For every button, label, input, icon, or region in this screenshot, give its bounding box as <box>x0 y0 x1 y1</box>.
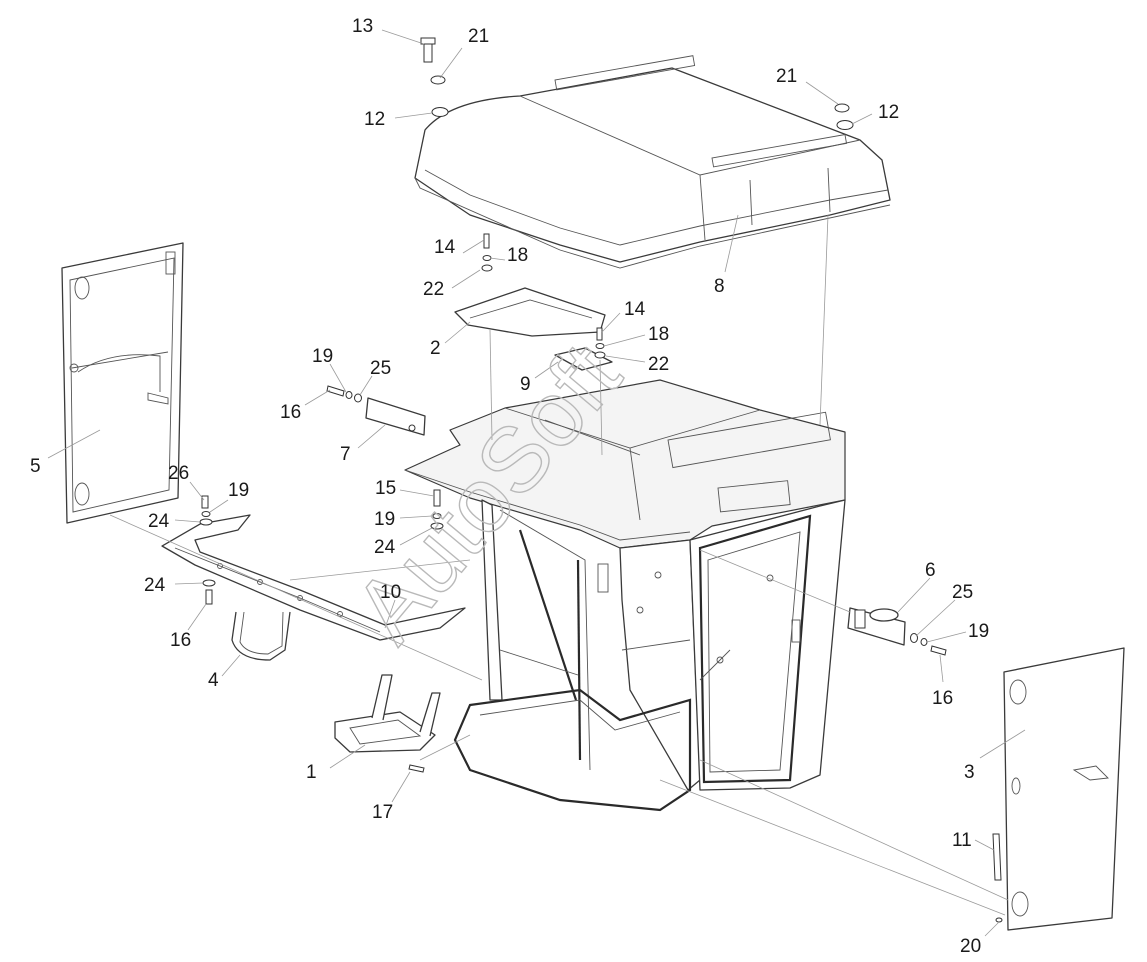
callout-numbers: 13 21 12 21 12 14 18 22 2 14 18 22 9 8 1… <box>30 16 989 957</box>
grab-handle-4 <box>231 611 291 661</box>
callout-21-roof-left: 21 <box>468 26 489 47</box>
callout-24-center: 24 <box>374 537 396 558</box>
rail-bolt-26 <box>201 495 209 509</box>
callout-20: 20 <box>960 936 981 957</box>
callout-11: 11 <box>952 830 972 851</box>
washer-19-center <box>432 513 442 519</box>
step-bolt-17 <box>408 764 425 773</box>
roof-washer-12-right <box>836 120 854 130</box>
callout-16-right: 16 <box>932 688 953 709</box>
rail-washer-24-lower <box>202 579 216 587</box>
callout-24-rail: 24 <box>148 511 170 532</box>
callout-18-upper: 18 <box>507 245 528 266</box>
callout-19-upper-left: 19 <box>312 346 333 367</box>
bolt-16-right <box>930 645 947 656</box>
callout-4: 4 <box>208 670 219 691</box>
callout-24-lower: 24 <box>144 575 166 596</box>
callout-22-lower: 22 <box>648 354 669 375</box>
hinge-bracket-6 <box>847 607 906 646</box>
assembly-lines <box>109 214 1009 916</box>
hinge-bracket-7 <box>365 397 426 436</box>
washer-24-center <box>430 522 444 530</box>
callout-12-roof-left: 12 <box>364 109 385 130</box>
washer-18-lower <box>595 343 605 349</box>
callout-22-upper: 22 <box>423 279 444 300</box>
callout-19-right: 19 <box>968 621 989 642</box>
callout-13: 13 <box>352 16 373 37</box>
callout-25-upper-left: 25 <box>370 358 391 379</box>
washer-19-upper-left <box>345 391 353 399</box>
callout-9: 9 <box>520 374 531 395</box>
pin-clip-20 <box>995 917 1003 923</box>
screw-14-upper <box>483 233 490 249</box>
roof-washer-12-left <box>431 107 449 117</box>
callout-10: 10 <box>380 582 401 603</box>
callout-16-upper-left: 16 <box>280 402 301 423</box>
hinge-pin-11 <box>992 833 1002 881</box>
callout-15: 15 <box>375 478 396 499</box>
washer-18-upper <box>482 255 492 261</box>
callout-1: 1 <box>306 762 317 783</box>
callout-21-roof-right: 21 <box>776 66 797 87</box>
callout-leaders <box>47 29 1026 937</box>
roof-washer-21-left <box>430 75 446 85</box>
bolt-16-upper-left <box>326 385 345 397</box>
roof-bolt-13 <box>420 37 436 63</box>
callout-17: 17 <box>372 802 393 823</box>
washer-22-upper <box>481 264 493 272</box>
rail-washer-19-left <box>201 511 211 517</box>
washer-25-upper-left <box>354 393 362 403</box>
callout-8: 8 <box>714 276 725 297</box>
callout-7: 7 <box>340 444 351 465</box>
callout-25-right: 25 <box>952 582 973 603</box>
rail-washer-24-left <box>199 518 213 526</box>
cover-plate-9 <box>554 347 613 371</box>
screw-14-lower <box>596 327 603 341</box>
callout-19-rail: 19 <box>228 480 249 501</box>
callout-3: 3 <box>964 762 975 783</box>
callout-14-upper: 14 <box>434 237 456 258</box>
washer-25-right <box>910 633 918 643</box>
right-door-3 <box>1003 647 1125 931</box>
callout-5: 5 <box>30 456 41 477</box>
callout-2: 2 <box>430 338 441 359</box>
cover-panel-2 <box>454 287 606 337</box>
roof-panel <box>414 55 891 269</box>
callout-14-lower: 14 <box>624 299 646 320</box>
rail-bolt-16-lower <box>205 589 213 605</box>
callout-18-lower: 18 <box>648 324 669 345</box>
bolt-15 <box>433 489 441 507</box>
callout-16-lower: 16 <box>170 630 191 651</box>
callout-19-center: 19 <box>374 509 395 530</box>
cab-frame <box>404 379 846 812</box>
callout-26: 26 <box>168 463 189 484</box>
left-door-5 <box>61 242 184 524</box>
roof-washer-21-right <box>834 103 850 113</box>
washer-22-lower <box>594 351 606 359</box>
washer-19-right <box>920 638 928 646</box>
callout-12-roof-right: 12 <box>878 102 899 123</box>
step-1 <box>334 674 441 753</box>
callout-6: 6 <box>925 560 936 581</box>
